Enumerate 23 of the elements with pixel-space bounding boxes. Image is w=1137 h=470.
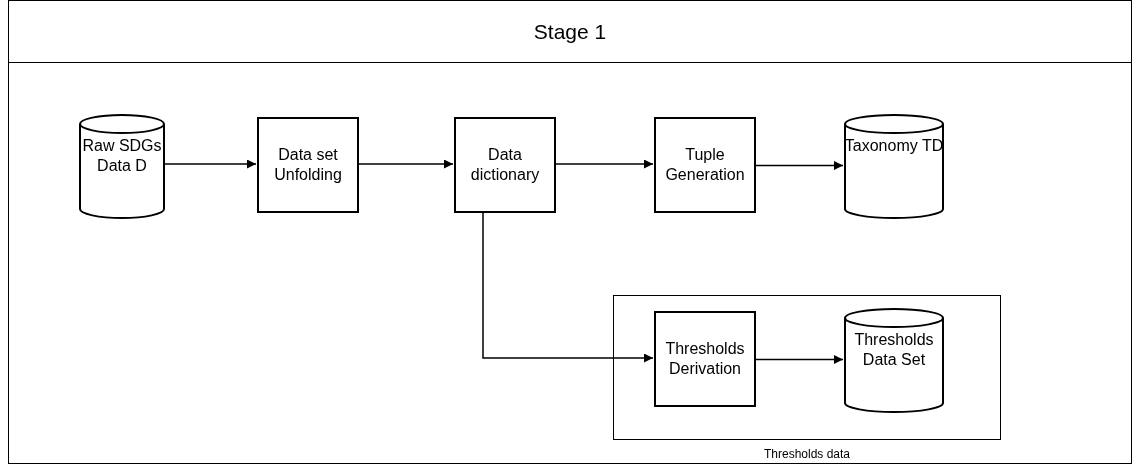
arrow bbox=[754, 355, 844, 364]
process-label: Thresholds Derivation bbox=[664, 339, 746, 379]
process-label: Data set Unfolding bbox=[273, 145, 343, 185]
arrow bbox=[754, 161, 844, 170]
data-store-label: Thresholds Data Set bbox=[853, 330, 935, 370]
data-store-label: Raw SDGs Data D bbox=[81, 136, 163, 176]
stage-frame bbox=[8, 0, 1132, 464]
data-store-label: Taxonomy TD bbox=[844, 136, 944, 156]
group-label: Thresholds data bbox=[763, 447, 851, 461]
process-box bbox=[654, 311, 756, 407]
arrow bbox=[482, 211, 654, 363]
process-box bbox=[454, 117, 556, 213]
process-label: Data dictionary bbox=[469, 145, 541, 185]
database-cylinder bbox=[844, 308, 944, 413]
process-label: Tuple Generation bbox=[664, 145, 746, 185]
process-box bbox=[257, 117, 359, 213]
arrow bbox=[163, 159, 257, 169]
process-box bbox=[654, 117, 756, 213]
stage-title: Stage 1 bbox=[533, 21, 607, 42]
database-cylinder bbox=[844, 114, 944, 219]
arrow bbox=[357, 159, 454, 169]
arrow bbox=[554, 159, 654, 169]
database-cylinder bbox=[79, 114, 165, 219]
